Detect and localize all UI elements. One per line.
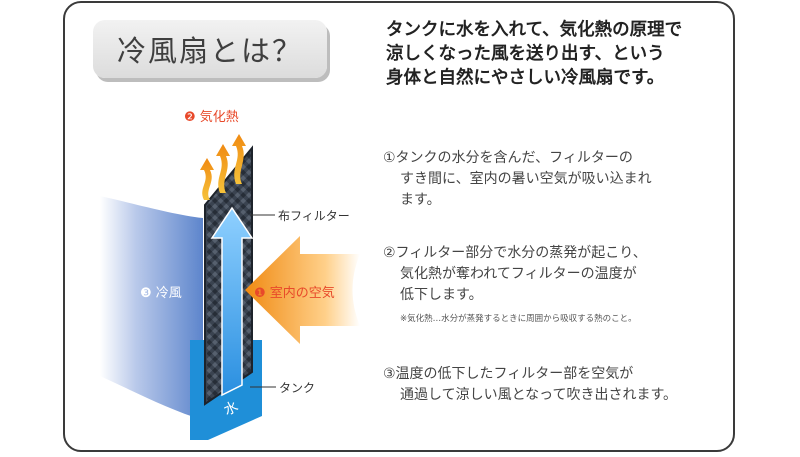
headline-line: 身体と自然にやさしい冷風扇です。 xyxy=(386,68,665,88)
heat-label: ❷ 気化熱 xyxy=(184,106,239,125)
step-line: 気化熱が奪われてフィルターの温度が xyxy=(400,266,637,282)
step-line: ②フィルター部分で水分の蒸発が起こり、 xyxy=(383,245,647,261)
step-2: ②フィルター部分で水分の蒸発が起こり、 気化熱が奪われてフィルターの温度が 低下… xyxy=(383,243,723,306)
heat-number-badge: ❷ xyxy=(184,110,196,125)
cool-number-badge: ❸ xyxy=(140,286,152,301)
footnote: ※気化熱…水分が蒸発するときに周囲から吸収する熱のこと。 xyxy=(400,314,637,324)
filter-label: 布フィルター xyxy=(278,209,350,223)
heat-text: 気化熱 xyxy=(199,110,239,125)
step-line: ます。 xyxy=(400,192,441,208)
upward-air-arrow xyxy=(210,206,254,397)
step-1: ①タンクの水分を含んだ、フィルターの すき間に、室内の暑い空気が吸い込まれ ます… xyxy=(383,148,723,211)
cool-air-flow xyxy=(100,196,203,420)
indoor-air-label: ❶ 室内の空気 xyxy=(254,282,335,301)
step-line: 通過して涼しい風となって吹き出されます。 xyxy=(400,387,678,403)
indoor-air-text: 室内の空気 xyxy=(269,286,335,301)
step-line: 低下します。 xyxy=(400,287,483,303)
indoor-number-badge: ❶ xyxy=(254,286,266,301)
cool-air-label: ❸ 冷風 xyxy=(140,282,182,301)
title-badge: 冷風扇とは？ xyxy=(93,20,327,78)
heat-arrows xyxy=(200,134,246,200)
headline-line: 涼しくなった風を送り出す、という xyxy=(386,44,665,64)
headline-line: タンクに水を入れて、気化熱の原理で xyxy=(386,20,683,40)
step-line: すき間に、室内の暑い空気が吸い込まれ xyxy=(400,171,652,187)
tank-water-label: 水 xyxy=(221,399,240,419)
headline: タンクに水を入れて、気化熱の原理で 涼しくなった風を送り出す、という 身体と自然… xyxy=(386,18,726,90)
tank-label: タンク xyxy=(279,381,316,395)
step-3: ③温度の低下したフィルター部を空気が 通過して涼しい風となって吹き出されます。 xyxy=(383,364,723,406)
page-title: 冷風扇とは？ xyxy=(116,34,303,68)
step-line: ①タンクの水分を含んだ、フィルターの xyxy=(383,150,633,166)
indoor-air-arrow xyxy=(245,236,360,344)
step-line: ③温度の低下したフィルター部を空気が xyxy=(383,366,634,382)
cool-air-text: 冷風 xyxy=(155,286,182,301)
